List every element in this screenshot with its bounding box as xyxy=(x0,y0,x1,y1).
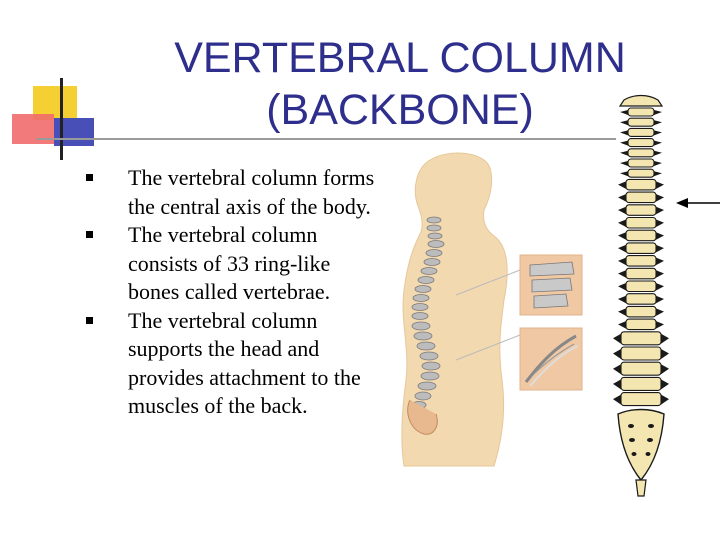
vertebra xyxy=(625,191,657,204)
vertebra-detail-box-top xyxy=(519,254,583,316)
transverse-process xyxy=(618,232,626,240)
sacrum-bone xyxy=(617,408,665,482)
slide-title: VERTEBRAL COLUMN (BACKBONE) xyxy=(150,32,650,136)
bullet-list: The vertebral column forms the central a… xyxy=(86,164,386,421)
transverse-process xyxy=(618,295,626,304)
transverse-process xyxy=(656,194,664,202)
transverse-process xyxy=(613,364,621,375)
transverse-process xyxy=(618,321,626,329)
square-bullet-icon xyxy=(86,174,93,181)
transverse-process xyxy=(618,181,626,189)
arrow-left-icon xyxy=(676,198,720,208)
transverse-process xyxy=(661,379,669,390)
vertebra xyxy=(627,148,655,158)
transverse-process xyxy=(654,140,662,146)
transverse-process xyxy=(656,219,664,227)
transverse-process xyxy=(613,333,621,344)
atlas-vertebra xyxy=(618,94,664,107)
bullet-text: The vertebral column forms the central a… xyxy=(128,165,375,219)
vertebrae-stack xyxy=(613,107,669,407)
vertebra xyxy=(625,242,657,254)
vertebra xyxy=(625,305,657,318)
transverse-process xyxy=(620,150,628,156)
bullet-text: The vertebral column supports the head a… xyxy=(128,307,361,419)
transverse-process xyxy=(656,321,664,329)
vertebra xyxy=(625,178,657,191)
transverse-process xyxy=(654,150,662,156)
vertebra xyxy=(620,392,662,407)
vertebra xyxy=(625,267,657,280)
corner-decoration xyxy=(0,0,120,170)
square-bullet-icon xyxy=(86,316,93,324)
transverse-process xyxy=(656,244,664,253)
spine-illustration xyxy=(613,94,720,497)
transverse-process xyxy=(618,219,626,227)
transverse-process xyxy=(618,257,626,266)
transverse-process xyxy=(656,270,664,278)
transverse-process xyxy=(661,349,669,359)
transverse-process xyxy=(654,110,662,115)
transverse-process xyxy=(618,244,626,253)
transverse-process xyxy=(618,283,626,291)
vertebra xyxy=(620,361,662,376)
title-line-1: VERTEBRAL COLUMN xyxy=(174,34,626,82)
body-silhouette-illustration xyxy=(401,152,583,467)
transverse-process xyxy=(656,283,664,291)
vertebra xyxy=(625,318,657,331)
transverse-process xyxy=(656,295,664,304)
vertebra xyxy=(620,331,662,346)
title-line-2: (BACKBONE) xyxy=(266,86,534,134)
vertebra xyxy=(627,168,655,178)
vertebra xyxy=(620,376,662,391)
transverse-process xyxy=(656,232,664,240)
transverse-process xyxy=(620,120,628,126)
transverse-process xyxy=(656,181,664,189)
transverse-process xyxy=(661,364,669,375)
transverse-process xyxy=(620,161,628,166)
vertebra xyxy=(627,107,655,117)
transverse-process xyxy=(613,379,621,390)
transverse-process xyxy=(656,257,664,266)
vertebra-detail-box-bottom xyxy=(519,327,583,391)
vertebra xyxy=(625,216,657,229)
vertebra xyxy=(620,346,662,361)
coccyx-bone xyxy=(635,479,647,497)
bullet-item: The vertebral column consists of 33 ring… xyxy=(86,221,386,307)
transverse-process xyxy=(620,171,628,177)
vertebra xyxy=(625,255,657,267)
vertebra xyxy=(627,127,655,137)
transverse-process xyxy=(654,161,662,166)
sacrum-foramina xyxy=(628,424,654,456)
transverse-process xyxy=(618,270,626,278)
transverse-process xyxy=(654,120,662,126)
deco-vertical-line xyxy=(60,78,63,160)
transverse-process xyxy=(654,130,662,136)
vertebra xyxy=(625,204,657,216)
bullet-item: The vertebral column supports the head a… xyxy=(86,307,386,421)
square-bullet-icon xyxy=(86,231,93,238)
transverse-process xyxy=(613,394,621,405)
transverse-process xyxy=(654,171,662,177)
vertebra xyxy=(627,138,655,148)
transverse-process xyxy=(613,349,621,359)
vertebra xyxy=(625,280,657,293)
vertebra xyxy=(625,229,657,242)
vertebra xyxy=(625,293,657,305)
transverse-process xyxy=(620,110,628,115)
transverse-process xyxy=(618,206,626,215)
bullet-item: The vertebral column forms the central a… xyxy=(86,164,386,221)
transverse-process xyxy=(618,308,626,316)
transverse-process xyxy=(661,394,669,405)
transverse-process xyxy=(656,308,664,316)
vertebra xyxy=(627,158,655,168)
bullet-text: The vertebral column consists of 33 ring… xyxy=(128,222,331,304)
transverse-process xyxy=(620,130,628,136)
vertebra xyxy=(627,117,655,127)
transverse-process xyxy=(620,140,628,146)
title-rule xyxy=(36,138,616,140)
transverse-process xyxy=(656,206,664,215)
pelvis-shape xyxy=(407,399,438,435)
transverse-process xyxy=(661,333,669,344)
transverse-process xyxy=(618,194,626,202)
